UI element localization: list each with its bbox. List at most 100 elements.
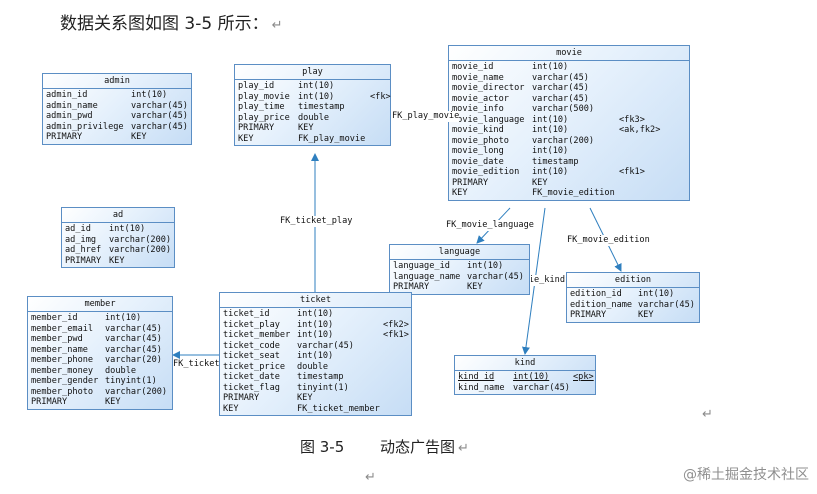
field-type: varchar(45) <box>532 93 589 104</box>
field-name: movie_id <box>452 62 494 72</box>
field-name: movie_actor <box>452 93 509 104</box>
return-mark: ↵ <box>702 407 713 422</box>
field-key: <fk1> <box>619 167 645 177</box>
field-type: int(10) <box>532 114 569 125</box>
table-title: member <box>28 297 172 312</box>
field-name: movie_info <box>452 104 504 114</box>
field-type: int(10) <box>298 91 335 102</box>
fk-movie-kind-label: FK_movie_kind <box>531 275 565 286</box>
field-name: PRIMARY <box>31 397 68 407</box>
field-type: int(10) <box>105 313 142 323</box>
field-name: movie_kind <box>452 125 504 135</box>
fk-ticket-member-label: FK_ticket_member <box>173 359 219 370</box>
field-type: int(10) <box>532 167 569 177</box>
field-name: movie_director <box>452 83 525 93</box>
field-type: KEY <box>467 282 483 292</box>
field-type: timestamp <box>298 102 345 112</box>
field-type: int(10) <box>513 372 550 382</box>
table-row: PRIMARY KEY <box>393 282 526 293</box>
field-type: timestamp <box>532 156 579 167</box>
field-type: tinyint(1) <box>297 382 349 393</box>
field-type: timestamp <box>297 372 344 382</box>
field-type: int(10) <box>297 351 334 361</box>
table-row: language_name varchar(45) <box>393 272 526 283</box>
field-name: kind_id <box>458 372 495 382</box>
field-name: admin_id <box>46 90 88 100</box>
table-title: play <box>235 65 390 80</box>
field-name: KEY <box>238 133 254 144</box>
table-title: edition <box>567 273 699 288</box>
field-name: edition_id <box>570 289 622 299</box>
field-name: ad_href <box>65 245 102 255</box>
table-row: play_time timestamp <box>238 102 387 113</box>
field-type: varchar(500) <box>532 104 595 114</box>
field-type: KEY <box>109 255 125 266</box>
field-name: edition_name <box>570 299 633 310</box>
field-type: varchar(45) <box>131 121 188 132</box>
field-type: double <box>297 361 329 372</box>
field-name: movie_photo <box>452 135 509 146</box>
field-type: varchar(45) <box>467 271 524 282</box>
field-type: int(10) <box>297 330 334 340</box>
field-name: ticket_flag <box>223 382 280 393</box>
field-type: varchar(45) <box>131 111 188 121</box>
table-row: ad_href varchar(200) <box>65 245 171 256</box>
field-name: member_photo <box>31 386 94 397</box>
field-name: play_time <box>238 102 285 112</box>
figure-caption: 动态广告图↵ <box>380 438 469 456</box>
fk-play-movie-label: FK_play_movie <box>392 111 460 122</box>
field-name: play_id <box>238 81 275 91</box>
fk-ticket-play-label: FK_ticket_play <box>280 216 353 227</box>
field-type: int(10) <box>467 261 504 271</box>
field-type: FK_play_movie <box>298 133 366 144</box>
field-name: member_money <box>31 365 94 376</box>
field-type: int(10) <box>638 289 675 299</box>
field-name: member_email <box>31 323 94 334</box>
field-name: ad_img <box>65 234 97 245</box>
field-type: int(10) <box>297 309 334 319</box>
field-type: varchar(45) <box>105 323 162 334</box>
field-name: member_phone <box>31 355 94 365</box>
field-name: language_id <box>393 261 450 271</box>
field-type: double <box>298 112 330 123</box>
figure-number: 图 3-5 <box>300 438 345 456</box>
table-title: language <box>390 245 529 260</box>
field-type: varchar(20) <box>105 355 162 365</box>
field-name: PRIMARY <box>393 282 430 292</box>
field-name: language_name <box>393 271 461 282</box>
field-type: int(10) <box>297 319 334 330</box>
field-type: KEY <box>532 177 548 188</box>
field-type: int(10) <box>532 146 569 156</box>
field-type: FK_movie_edition <box>532 188 615 198</box>
field-type: varchar(45) <box>105 334 162 344</box>
field-type: varchar(200) <box>109 234 172 245</box>
field-type: int(10) <box>109 224 146 234</box>
field-name: PRIMARY <box>46 132 83 142</box>
watermark: @稀土掘金技术社区 <box>683 467 809 483</box>
field-name: PRIMARY <box>223 393 260 403</box>
table-row: movie_info varchar(500) <box>452 104 686 115</box>
field-type: varchar(200) <box>109 245 172 255</box>
